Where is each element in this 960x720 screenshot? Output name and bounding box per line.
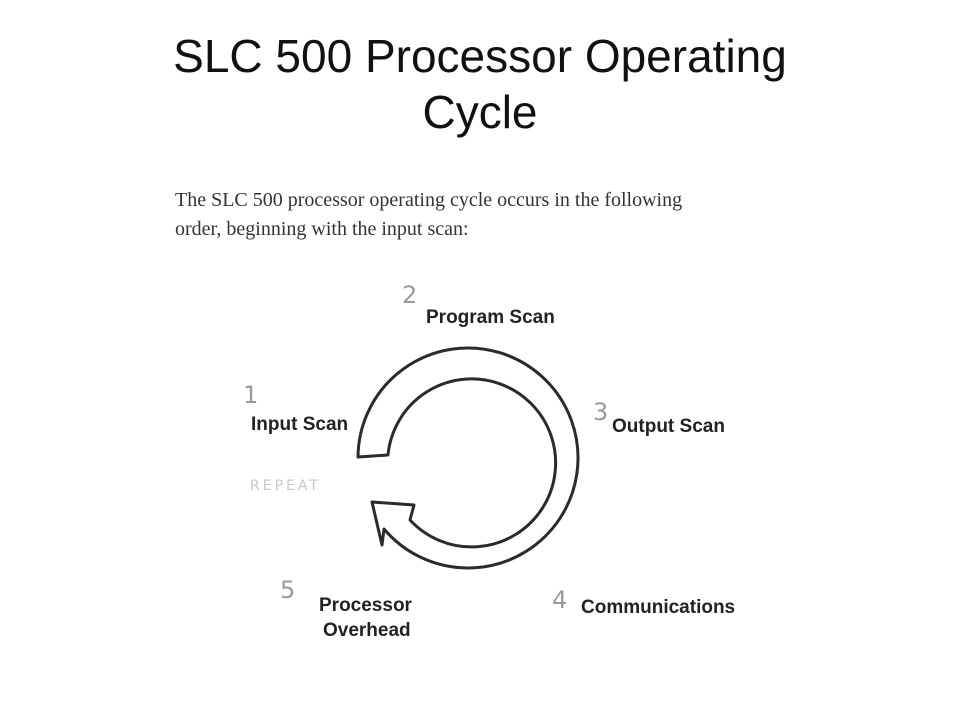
stage-4-number: 4 [552, 586, 567, 614]
title-line-2: Cycle [422, 86, 538, 138]
title-line-1: SLC 500 Processor Operating [173, 30, 787, 82]
intro-line-1: The SLC 500 processor operating cycle oc… [175, 189, 683, 211]
stage-1-label: Input Scan [251, 414, 348, 435]
intro-line-2: order, beginning with the input scan: [175, 218, 469, 240]
stage-4-label: Communications [581, 597, 735, 618]
stage-3-label: Output Scan [612, 416, 725, 437]
stage-5-number: 5 [280, 576, 295, 604]
stage-5-label-line-2: Overhead [323, 620, 411, 641]
stage-5-label-line-1: Processor [319, 595, 413, 616]
stage-2-label: Program Scan [426, 307, 555, 328]
page-title: SLC 500 Processor Operating Cycle [0, 28, 960, 140]
intro-text: The SLC 500 processor operating cycle oc… [175, 186, 815, 244]
cycle-arrow-icon [356, 346, 580, 570]
stage-2-number: 2 [402, 281, 417, 309]
stage-3-number: 3 [593, 398, 608, 426]
handwritten-note: REPEAT [250, 478, 321, 494]
stage-1-number: 1 [243, 381, 258, 409]
